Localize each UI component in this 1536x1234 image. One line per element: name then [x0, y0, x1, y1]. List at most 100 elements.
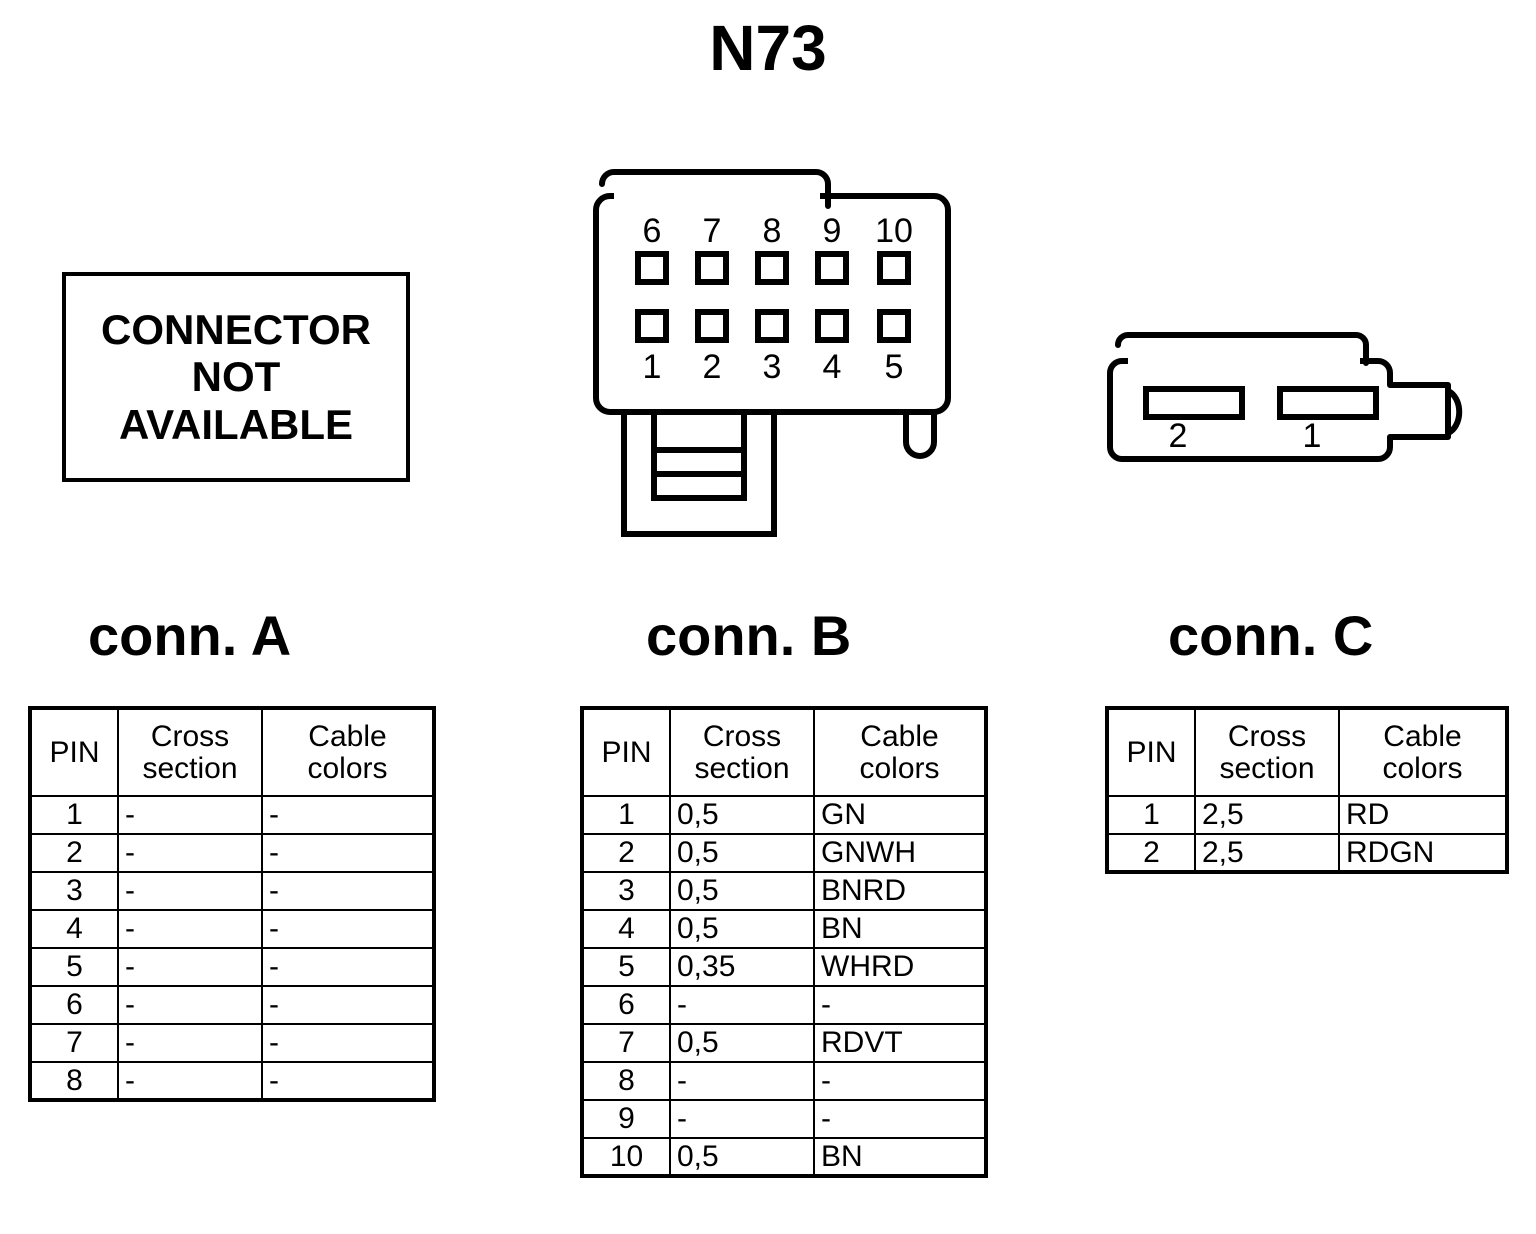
table-row: 9--	[581, 1099, 987, 1139]
header-cable-colors-line2: colors	[307, 751, 388, 785]
header-cross-section: Cross section	[1194, 707, 1340, 797]
table-row: 2--	[29, 833, 435, 873]
cell-pin: 1	[29, 795, 119, 835]
cell-pin: 8	[29, 1061, 119, 1101]
cell-cross-section: -	[669, 1061, 815, 1101]
connector-b-pin-label-1: 1	[643, 348, 662, 386]
connector-b-pin-square-1	[635, 309, 669, 343]
connector-b-pin-square-3	[755, 309, 789, 343]
connector-b-pin-label-7: 7	[703, 212, 722, 250]
cell-cross-section: -	[117, 871, 263, 911]
cell-cable-colors: -	[261, 795, 435, 835]
connector-c-slot-2	[1143, 386, 1245, 420]
cell-cross-section: -	[117, 795, 263, 835]
conn-a-pin-table: PIN Cross section Cable colors 1--2--3--…	[28, 706, 436, 1102]
cell-cable-colors: RD	[1338, 795, 1508, 835]
cell-cable-colors: -	[261, 909, 435, 949]
connector-b-pin-square-9	[815, 251, 849, 285]
header-cable-colors-line1: Cable	[308, 720, 387, 754]
cell-cross-section: 0,5	[669, 833, 815, 873]
cell-cross-section: -	[669, 1099, 815, 1139]
table-row: 8--	[29, 1061, 435, 1101]
cell-pin: 4	[581, 909, 671, 949]
header-cross-section-line2: section	[1219, 751, 1315, 785]
not-available-line-2: NOT	[191, 353, 281, 401]
header-cable-colors-line1: Cable	[1383, 720, 1462, 754]
header-cross-section-line2: section	[694, 751, 790, 785]
cell-cable-colors: -	[813, 985, 987, 1025]
cell-pin: 1	[581, 795, 671, 835]
cell-pin: 9	[581, 1099, 671, 1139]
header-cable-colors-line2: colors	[859, 751, 940, 785]
cell-pin: 5	[29, 947, 119, 987]
cell-cross-section: 2,5	[1194, 833, 1340, 873]
cell-cable-colors: BN	[813, 1137, 987, 1177]
cell-cable-colors: -	[261, 1023, 435, 1063]
header-cable-colors-line1: Cable	[860, 720, 939, 754]
header-cable-colors: Cable colors	[1338, 707, 1508, 797]
connector-b-pin-label-6: 6	[643, 212, 662, 250]
connector-b-pin-label-9: 9	[823, 212, 842, 250]
connector-b-pin-square-4	[815, 309, 849, 343]
cell-cable-colors: -	[261, 833, 435, 873]
cell-pin: 10	[581, 1137, 671, 1177]
cell-pin: 6	[581, 985, 671, 1025]
cell-cross-section: -	[117, 909, 263, 949]
cell-pin: 2	[581, 833, 671, 873]
cell-cross-section: -	[117, 947, 263, 987]
cell-cable-colors: BN	[813, 909, 987, 949]
cell-cable-colors: GN	[813, 795, 987, 835]
cell-pin: 7	[581, 1023, 671, 1063]
cell-pin: 5	[581, 947, 671, 987]
connector-b-pin-label-5: 5	[885, 348, 904, 386]
connector-b-pin-square-2	[695, 309, 729, 343]
cell-pin: 4	[29, 909, 119, 949]
header-cable-colors: Cable colors	[813, 707, 987, 797]
header-pin: PIN	[1106, 707, 1196, 797]
not-available-line-1: CONNECTOR	[101, 306, 371, 354]
cell-pin: 8	[581, 1061, 671, 1101]
cell-pin: 2	[29, 833, 119, 873]
cell-cable-colors: -	[261, 985, 435, 1025]
connector-b-pin-square-7	[695, 251, 729, 285]
connector-c-slot-label-2: 2	[1169, 417, 1188, 455]
table-row: 6--	[29, 985, 435, 1025]
header-cross-section-line1: Cross	[1227, 720, 1307, 754]
connector-c-diagram: 2 1	[1088, 295, 1498, 480]
table-row: 1--	[29, 795, 435, 835]
conn-c-heading: conn. C	[1168, 604, 1374, 667]
cell-cross-section: 0,5	[669, 1137, 815, 1177]
cell-cable-colors: -	[813, 1099, 987, 1139]
cell-cable-colors: WHRD	[813, 947, 987, 987]
table-header-row: PIN Cross section Cable colors	[581, 707, 987, 797]
cell-cross-section: -	[117, 985, 263, 1025]
connector-c-slot-label-1: 1	[1303, 417, 1322, 455]
conn-a-table-body: 1--2--3--4--5--6--7--8--	[29, 795, 435, 1101]
cell-pin: 3	[581, 871, 671, 911]
table-row: 4--	[29, 909, 435, 949]
table-row: 6--	[581, 985, 987, 1025]
connector-b-pin-label-2: 2	[703, 348, 722, 386]
cell-cable-colors: -	[261, 871, 435, 911]
cell-pin: 2	[1106, 833, 1196, 873]
cell-cable-colors: BNRD	[813, 871, 987, 911]
connector-b-diagram: 6 7 8 9 10 1 2 3 4 5	[588, 150, 968, 545]
connector-b-pin-label-4: 4	[823, 348, 842, 386]
page-title: N73	[709, 12, 827, 84]
cell-cross-section: 2,5	[1194, 795, 1340, 835]
conn-a-heading: conn. A	[88, 604, 292, 667]
cell-cross-section: 0,35	[669, 947, 815, 987]
cell-cross-section: -	[117, 1023, 263, 1063]
table-row: 5--	[29, 947, 435, 987]
header-cross-section: Cross section	[669, 707, 815, 797]
